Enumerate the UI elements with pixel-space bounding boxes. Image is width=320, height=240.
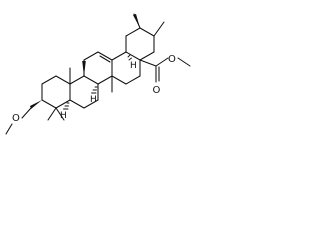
c9-h-label: H	[90, 95, 97, 105]
ring-b	[69, 75, 99, 109]
c18-h-label: H	[130, 61, 137, 71]
structure-drawing: O O O H H H	[5, 13, 191, 135]
methoxy-group: O	[5, 107, 32, 135]
c3-methoxy-wedge	[30, 100, 42, 109]
ester-carbonyl-oxygen-label: O	[153, 85, 161, 96]
c8-methyl-wedge	[82, 61, 86, 76]
stereo-wedges	[30, 14, 140, 109]
ring-e	[125, 27, 155, 61]
methoxy-oxygen-label: O	[12, 113, 20, 124]
molecule-structure: O O O H H H	[0, 0, 199, 140]
c19-methyl-wedge	[133, 14, 140, 28]
c5-h-label: H	[60, 111, 67, 121]
stereo-hashes	[63, 54, 132, 110]
methyl-groups	[47, 13, 165, 121]
ring-c	[83, 51, 113, 85]
stereo-h-labels: H H H	[60, 61, 137, 121]
ring-d	[111, 51, 141, 85]
methyl-ester-group: O O	[139, 54, 191, 96]
ring-a	[41, 75, 71, 109]
ester-ether-oxygen-label: O	[168, 54, 176, 65]
